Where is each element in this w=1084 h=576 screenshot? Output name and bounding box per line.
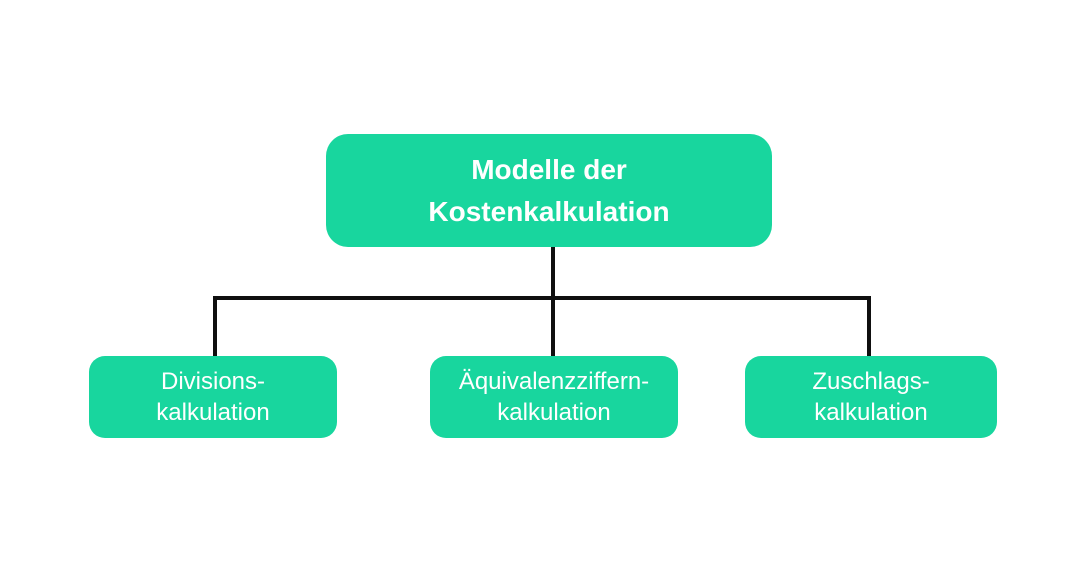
child-label-line-2: kalkulation [814, 399, 928, 426]
child-label-line-1: Äquivalenzziffern- [458, 368, 650, 395]
child-label-line-1: Divisions- [160, 368, 265, 395]
node-root-modelle-der-kostenkalkulation: Modelle der Kostenkalkulation [326, 134, 772, 247]
root-label-line-2: Kostenkalkulation [428, 195, 670, 227]
root-label-line-1: Modelle der [471, 153, 627, 185]
connector-horizontal-rail [213, 296, 871, 300]
connector-right-drop [867, 296, 871, 356]
connector-left-drop [213, 296, 217, 356]
node-aequivalenzziffern-kalkulation: Äquivalenzziffern- kalkulation [430, 356, 678, 438]
child-label-line-2: kalkulation [156, 399, 270, 426]
connector-center-drop [551, 247, 555, 356]
child-label-line-1: Zuschlags- [812, 368, 930, 395]
node-zuschlags-kalkulation: Zuschlags- kalkulation [745, 356, 997, 438]
child-label-line-2: kalkulation [497, 399, 611, 426]
node-divisions-kalkulation: Divisions- kalkulation [89, 356, 337, 438]
